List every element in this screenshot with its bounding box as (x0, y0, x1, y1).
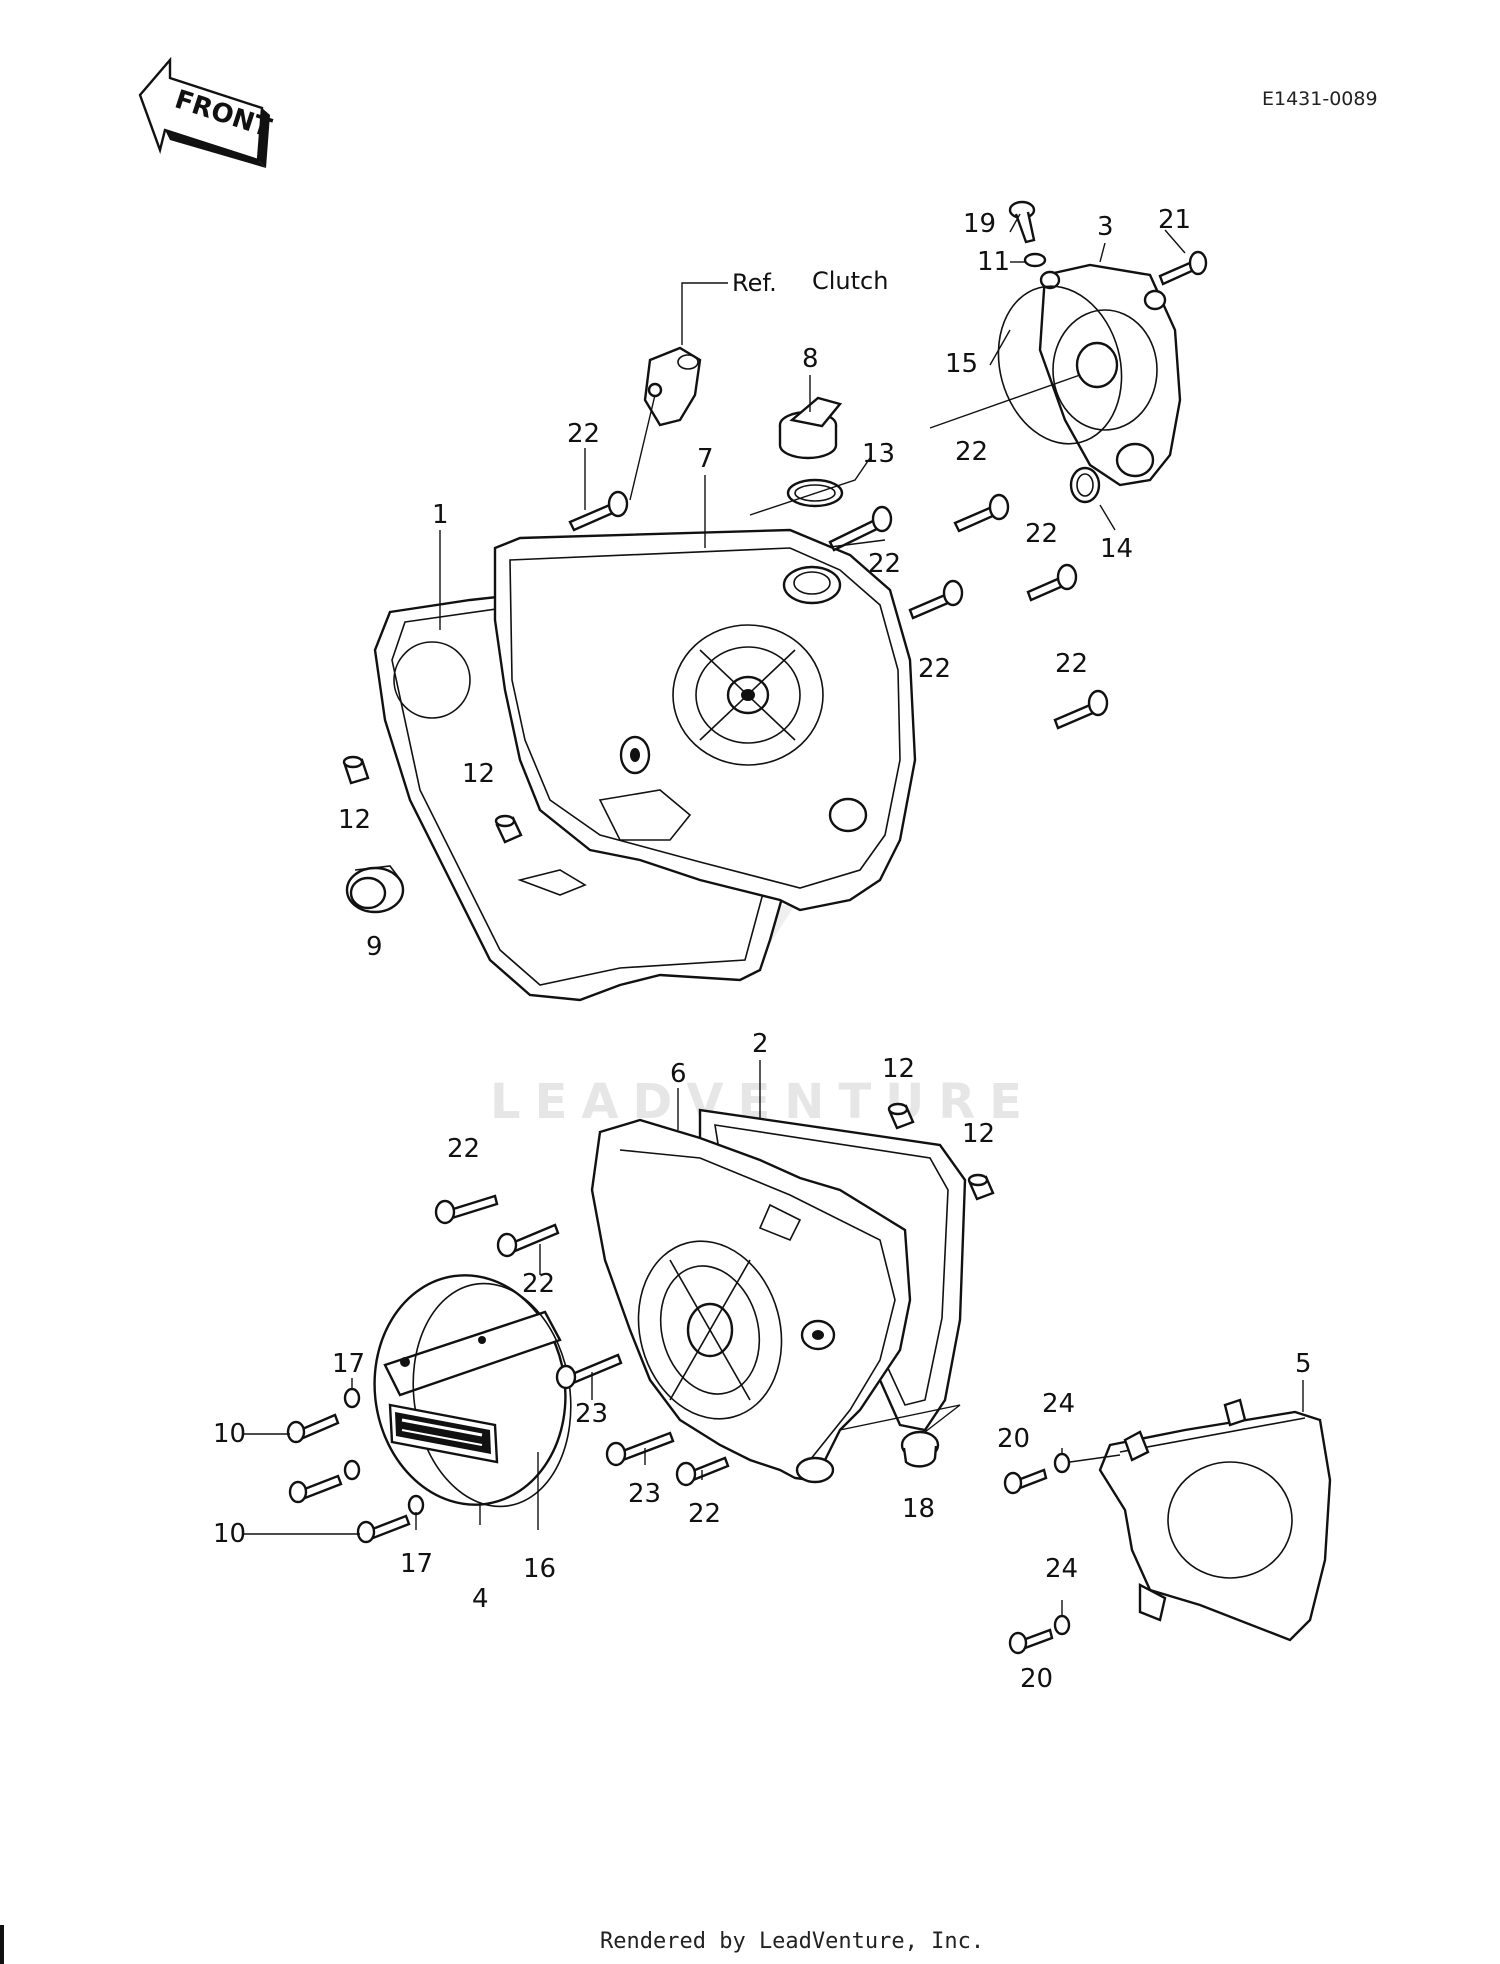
callout-10-upper: 10 (213, 1419, 246, 1449)
washer-part-11 (1023, 252, 1047, 268)
diagram-code: E1431-0089 (1262, 88, 1378, 110)
bolt-part-23-upper (555, 1353, 623, 1390)
callout-11: 11 (977, 247, 1010, 277)
callout-24-lower: 24 (1045, 1554, 1078, 1584)
screw-part-19 (1008, 200, 1036, 244)
callout-13: 13 (862, 439, 895, 469)
callout-10-lower: 10 (213, 1519, 246, 1549)
callout-23-upper: 23 (575, 1399, 608, 1429)
bolt-part-23-lower (605, 1431, 675, 1467)
bolt-part-22-lower-left-b (496, 1223, 560, 1258)
callout-24-upper: 24 (1042, 1389, 1075, 1419)
callout-15: 15 (945, 349, 978, 379)
dowel-pin-part-12-right (967, 1173, 995, 1201)
callout-5: 5 (1295, 1349, 1312, 1379)
bolt-part-22-mid-right (953, 493, 1010, 533)
crankcase-cover-part-7 (493, 528, 917, 912)
footer-rendered-by: Rendered by LeadVenture, Inc. (600, 1929, 984, 1954)
callout-18: 18 (902, 1494, 935, 1524)
plug-part-18 (900, 1430, 940, 1468)
ref-label: Ref. (732, 269, 777, 297)
bolt-part-22-right-b (1053, 689, 1109, 730)
bolt-part-20-lower (1008, 1628, 1054, 1655)
callout-22-center: 22 (868, 549, 901, 579)
callout-22-mid-right: 22 (955, 437, 988, 467)
callout-17-lower: 17 (400, 1549, 433, 1579)
leader-lines-lower (243, 1060, 1304, 1616)
oil-seal-part-9 (345, 865, 405, 914)
dowel-pin-part-12-left (342, 755, 370, 785)
callout-1: 1 (432, 500, 449, 530)
bolt-part-22-lower-center (908, 579, 964, 620)
callout-8: 8 (802, 344, 819, 374)
ref-target-clutch: Clutch (812, 267, 888, 295)
o-ring-part-15 (997, 285, 1123, 445)
pump-cover-part-3 (929, 263, 1182, 487)
cover-part-6 (590, 1118, 912, 1484)
washer-part-17-mid (343, 1459, 361, 1481)
bolt-part-10-middle (288, 1474, 343, 1504)
callout-21: 21 (1158, 205, 1191, 235)
bolt-part-21 (1158, 250, 1208, 286)
callout-6: 6 (670, 1059, 687, 1089)
callout-16: 16 (523, 1554, 556, 1584)
callout-labels: 1 2 3 4 5 6 7 8 9 10 10 11 12 12 12 12 1… (213, 205, 1312, 1694)
callout-20-lower: 20 (1020, 1664, 1053, 1694)
callout-23-lower: 23 (628, 1479, 661, 1509)
clutch-reference-bracket (629, 282, 728, 501)
bolt-part-22-lower-center (675, 1456, 730, 1487)
washer-part-17-lower (407, 1494, 425, 1516)
washer-part-24-lower (1053, 1614, 1071, 1636)
bolt-part-20-upper (1003, 1468, 1048, 1495)
dowel-pin-part-12-upper-right (887, 1102, 915, 1130)
callout-3: 3 (1097, 212, 1114, 242)
callout-19: 19 (963, 209, 996, 239)
callout-22-lower-left-a: 22 (447, 1134, 480, 1164)
callout-12-upper-left: 12 (338, 805, 371, 835)
callout-22-lower-center-label: 22 (688, 1499, 721, 1529)
callout-9: 9 (366, 932, 383, 962)
front-arrow-icon: FRONT (138, 56, 275, 168)
callout-14: 14 (1100, 534, 1133, 564)
callout-2: 2 (752, 1029, 769, 1059)
washer-part-17-upper (343, 1387, 361, 1409)
callout-22-lower-left-b: 22 (522, 1269, 555, 1299)
callout-7: 7 (697, 444, 714, 474)
callout-12-lower-b: 12 (962, 1119, 995, 1149)
callout-22-right-b: 22 (1055, 649, 1088, 679)
callout-22-lower-center: 22 (918, 654, 951, 684)
callout-20-upper: 20 (997, 1424, 1030, 1454)
bolt-part-22-upper-left (568, 490, 629, 532)
callout-12-upper-center: 12 (462, 759, 495, 789)
callout-17-upper: 17 (332, 1349, 365, 1379)
cover-part-4 (373, 1274, 572, 1508)
guard-part-5 (1098, 1398, 1332, 1642)
washer-part-24-upper (1053, 1452, 1071, 1474)
callout-12-lower-a: 12 (882, 1054, 915, 1084)
callout-4: 4 (472, 1584, 489, 1614)
bolt-part-22-lower-left-a (434, 1194, 499, 1225)
brand-logo-plate-icon (395, 1412, 491, 1454)
callout-22-upper-left: 22 (567, 419, 600, 449)
o-ring-part-14 (1069, 466, 1101, 504)
bolt-part-10-upper (286, 1413, 340, 1444)
bolt-part-10-lower (356, 1514, 411, 1544)
callout-22-right-a: 22 (1025, 519, 1058, 549)
bolt-part-22-right-a (1026, 563, 1078, 602)
leader-lines-upper (439, 213, 1186, 630)
page-edge-mark (0, 1925, 4, 1964)
dowel-pin-part-12-center (494, 814, 523, 844)
